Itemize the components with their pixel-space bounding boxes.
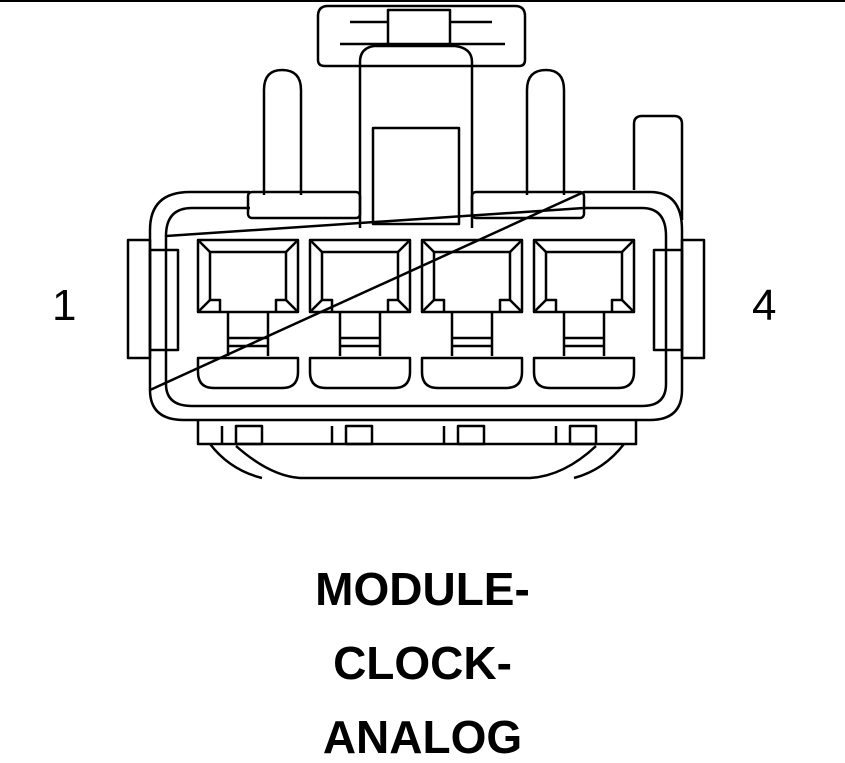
left-ledge: [246, 190, 362, 220]
housing-outer: [148, 190, 684, 422]
rail-tab-4: [568, 424, 598, 446]
right-ledge: [470, 190, 586, 220]
pin-label-last: 4: [752, 281, 777, 330]
cavity-4: [532, 238, 636, 390]
center-key: [358, 44, 474, 228]
side-posts: [262, 68, 684, 220]
pin-label-first: 1: [52, 281, 77, 330]
left-lock-inner: [148, 248, 180, 352]
rail-tab-1: [234, 424, 264, 446]
top-latch: [316, 4, 527, 68]
terminal-cavities: [196, 238, 636, 390]
title-line-2: CLOCK-: [333, 637, 512, 689]
top-border-line: [0, 0, 845, 2]
bottom-rail: [196, 420, 638, 480]
cavity-1: [196, 238, 300, 390]
right-lock-inner: [652, 248, 684, 352]
left-lock: [126, 238, 152, 360]
title-line-1: MODULE-: [315, 563, 530, 615]
cavity-3: [420, 238, 524, 390]
bottom-rail-tabs: [220, 424, 598, 446]
rail-tab-3: [456, 424, 486, 446]
rail-tab-2: [344, 424, 374, 446]
cavity-2: [308, 238, 412, 390]
right-lock: [680, 238, 706, 360]
title-line-3: ANALOG: [322, 711, 523, 763]
connector-face-diagram: [126, 4, 706, 480]
